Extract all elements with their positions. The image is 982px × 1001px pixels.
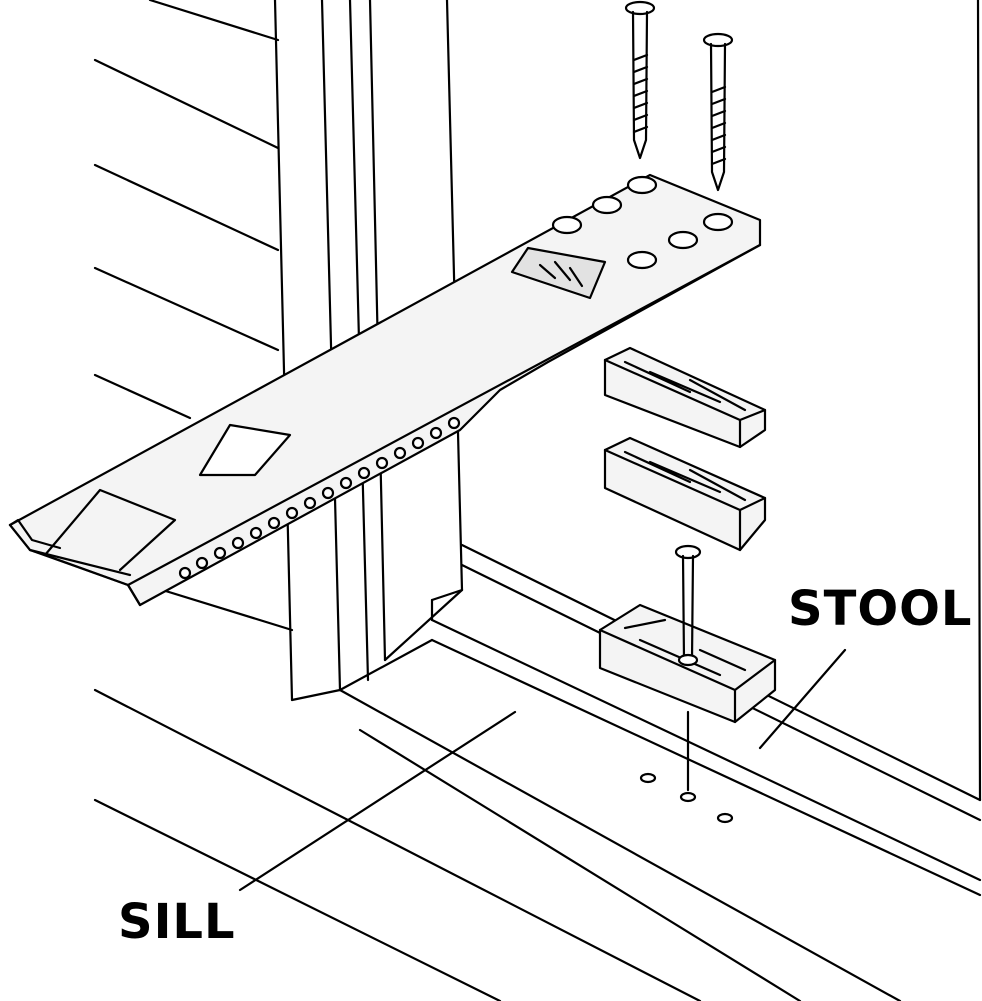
leader-lines [238, 648, 847, 892]
wall-siding [93, 0, 280, 420]
sill-leader-line [238, 710, 517, 892]
sill-and-stool [93, 543, 982, 1001]
support-bracket [8, 173, 762, 607]
sill-label: SILL [118, 894, 236, 950]
spacer-blocks [603, 346, 767, 552]
bracket-holes [178, 175, 734, 580]
base-block [598, 544, 777, 824]
bracket-screws [624, 0, 734, 192]
stool-leader-line [758, 648, 847, 750]
stool-label: STOOL [788, 581, 973, 637]
